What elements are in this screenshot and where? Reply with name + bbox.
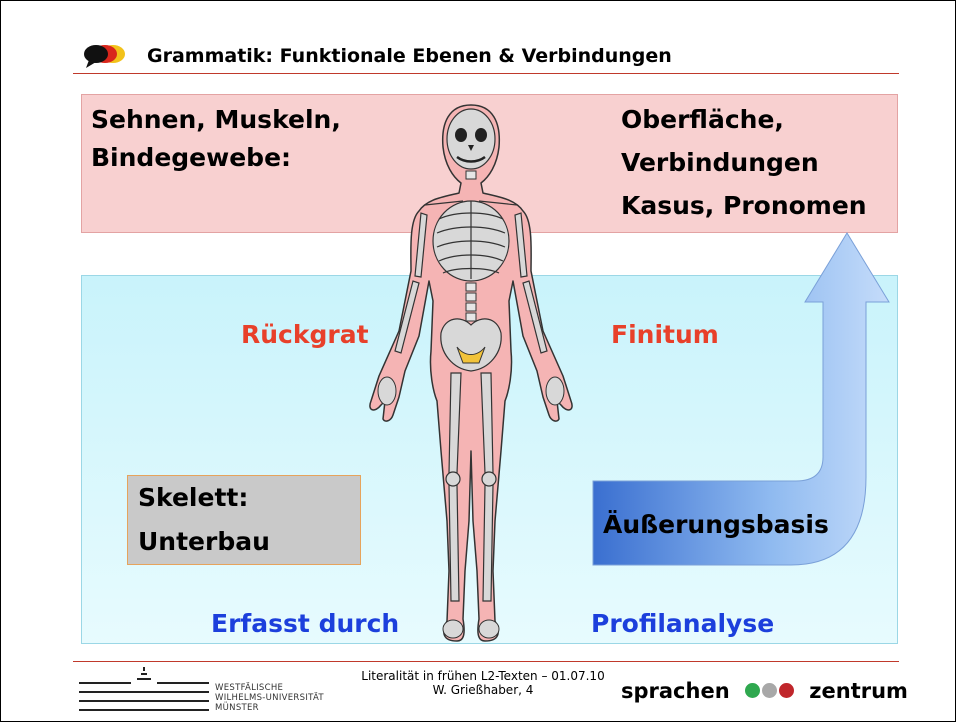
profil-label: Profilanalyse: [591, 605, 774, 643]
surface-left-line2: Bindegewebe:: [91, 139, 291, 177]
surface-right-line3: Kasus, Pronomen: [621, 187, 867, 225]
green-dot-icon: [745, 683, 760, 698]
red-dot-icon: [779, 683, 794, 698]
sprachenzentrum-logo: sprachen zentrum: [621, 679, 908, 703]
university-line3: Münster: [215, 703, 324, 713]
footer-caption: Literalität in frühen L2-Texten – 01.07.…: [353, 669, 613, 697]
skelett-line2: Unterbau: [138, 523, 270, 561]
footer-rule: [73, 661, 899, 662]
gray-dot-icon: [762, 683, 777, 698]
basis-label: Äußerungsbasis: [603, 506, 829, 544]
surface-right-line1: Oberfläche,: [621, 101, 784, 139]
surface-right-line2: Verbindungen: [621, 144, 819, 182]
rueckgrat-label: Rückgrat: [241, 316, 369, 354]
skeleton-figure-icon: [361, 101, 581, 661]
university-line1: Westfälische: [215, 683, 324, 693]
brand-right-text: zentrum: [809, 679, 908, 703]
skelett-line1: Skelett:: [138, 479, 248, 517]
footer-caption-line1: Literalität in frühen L2-Texten – 01.07.…: [353, 669, 613, 683]
brand-left-text: sprachen: [621, 679, 730, 703]
university-line2: Wilhelms-Universität: [215, 693, 324, 703]
speech-bubbles-logo-icon: [83, 43, 133, 69]
title-rule: [73, 73, 899, 74]
finitum-label: Finitum: [611, 316, 719, 354]
surface-left-line1: Sehnen, Muskeln,: [91, 101, 341, 139]
university-name: Westfälische Wilhelms-Universität Münste…: [215, 683, 324, 713]
footer-caption-line2: W. Grießhaber, 4: [353, 683, 613, 697]
slide-title: Grammatik: Funktionale Ebenen & Verbindu…: [147, 45, 672, 67]
